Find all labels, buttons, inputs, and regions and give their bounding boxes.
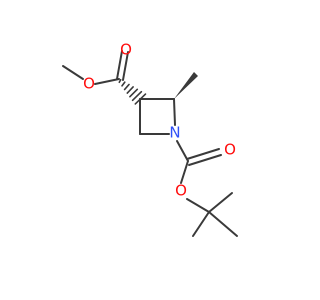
atom-o-carbonyl-top: O (120, 41, 132, 59)
bond-carbonyl-o-ester (180, 160, 189, 184)
atom-o-ester-tbu: O (175, 182, 187, 200)
bond-o-tbu-quaternary (186, 198, 210, 213)
bond-ring-c2-n (173, 98, 176, 126)
bond-methyl-o (62, 65, 84, 80)
molecule-structure: O O N O O (62, 41, 238, 237)
bond-n-carbonyl-c (176, 140, 189, 162)
bond-tbu-methyl-right (208, 211, 238, 237)
atom-o-carbonyl-boc: O (224, 141, 236, 159)
atom-n-ring: N (169, 124, 180, 142)
bond-boc-double-1 (186, 148, 220, 160)
bond-tbu-methyl-top (208, 192, 233, 213)
bond-boc-double-2 (188, 154, 222, 166)
bond-o-carbonyl-c (94, 78, 120, 85)
atom-o-ester-methyl: O (83, 75, 95, 93)
bond-carbonyl-double-1 (116, 50, 123, 80)
bond-tbu-methyl-left (192, 211, 210, 237)
wedge-bond-methyl (174, 72, 198, 99)
hashed-bond-ester (118, 78, 147, 105)
bond-carbonyl-double-2 (122, 51, 129, 81)
